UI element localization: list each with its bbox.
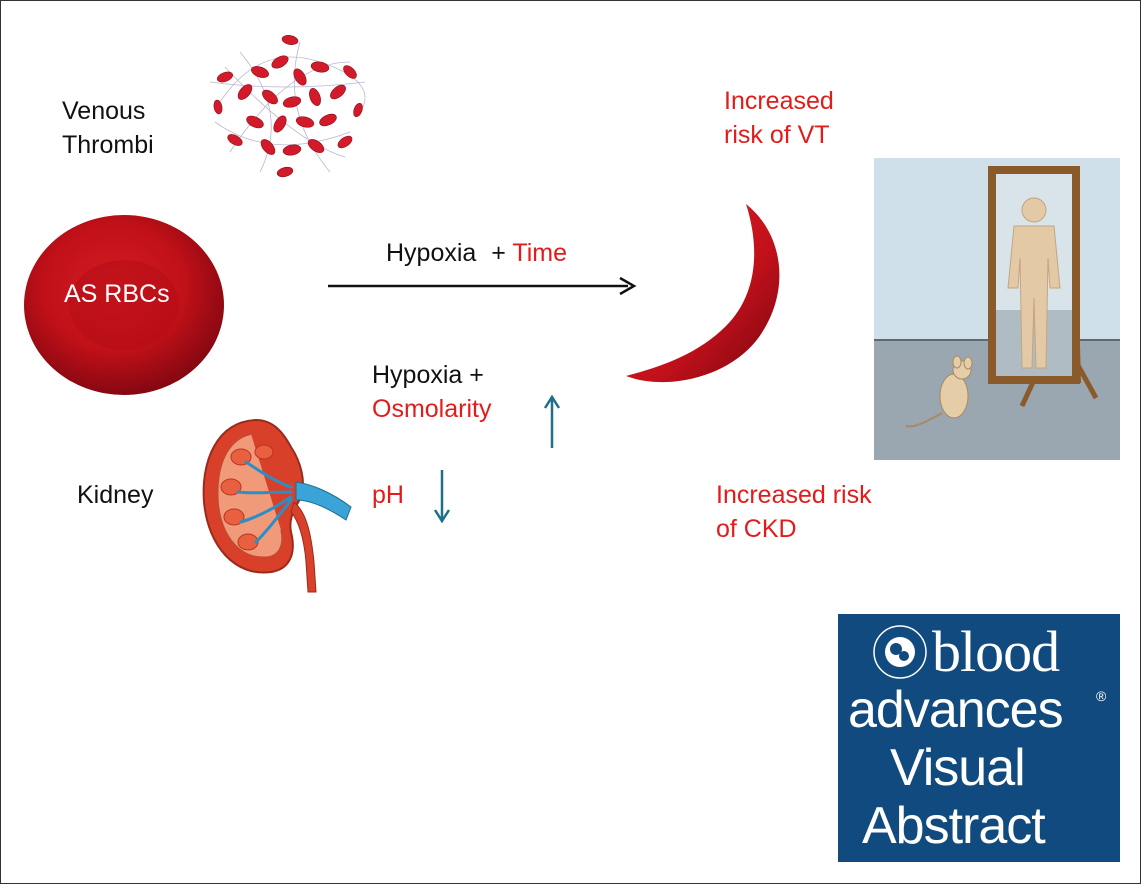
plus-top-text: + [491,239,506,267]
vt-line2: risk of VT [724,121,830,149]
down-arrow-icon [433,470,451,524]
main-arrow [328,276,637,296]
rbc-disc-illustration [24,215,224,395]
venous-label-line2: Thrombi [62,131,154,159]
hypoxia-top-text: Hypoxia [386,239,477,267]
hypoxia-plus-label: Hypoxia + [372,361,484,389]
hypoxia-time-label: Hypoxia + Time [386,236,567,270]
increased-risk-ckd-label: Increased risk of CKD [716,478,872,546]
logo-word-blood: blood [932,619,1060,684]
vt-line1: Increased [724,87,834,115]
logo-word-abstract: Abstract [862,797,1046,855]
ckd-line2: of CKD [716,515,797,543]
as-rbcs-label: AS RBCs [64,280,170,308]
up-arrow-icon [543,394,561,448]
kidney-illustration [202,418,352,593]
sickle-cell-illustration [626,204,780,383]
osmolarity-label: Osmolarity [372,395,492,423]
increased-risk-vt-label: Increased risk of VT [724,84,834,152]
kidney-label: Kidney [77,481,154,509]
time-text: Time [512,239,568,267]
venous-thrombi-label: Venous Thrombi [62,94,154,162]
ph-label: pH [372,481,404,509]
logo-word-visual: Visual [890,739,1026,797]
blood-advances-visual-abstract-logo: blood advances ® Visual Abstract [838,614,1120,862]
ash-seal-icon [873,625,927,679]
thrombus-illustration [209,35,366,178]
mouse-mirror-illustration [874,158,1120,460]
logo-registered-mark: ® [1096,688,1107,704]
venous-label-line1: Venous [62,97,146,125]
ckd-line1: Increased risk [716,481,872,509]
logo-word-advances: advances [848,681,1064,739]
